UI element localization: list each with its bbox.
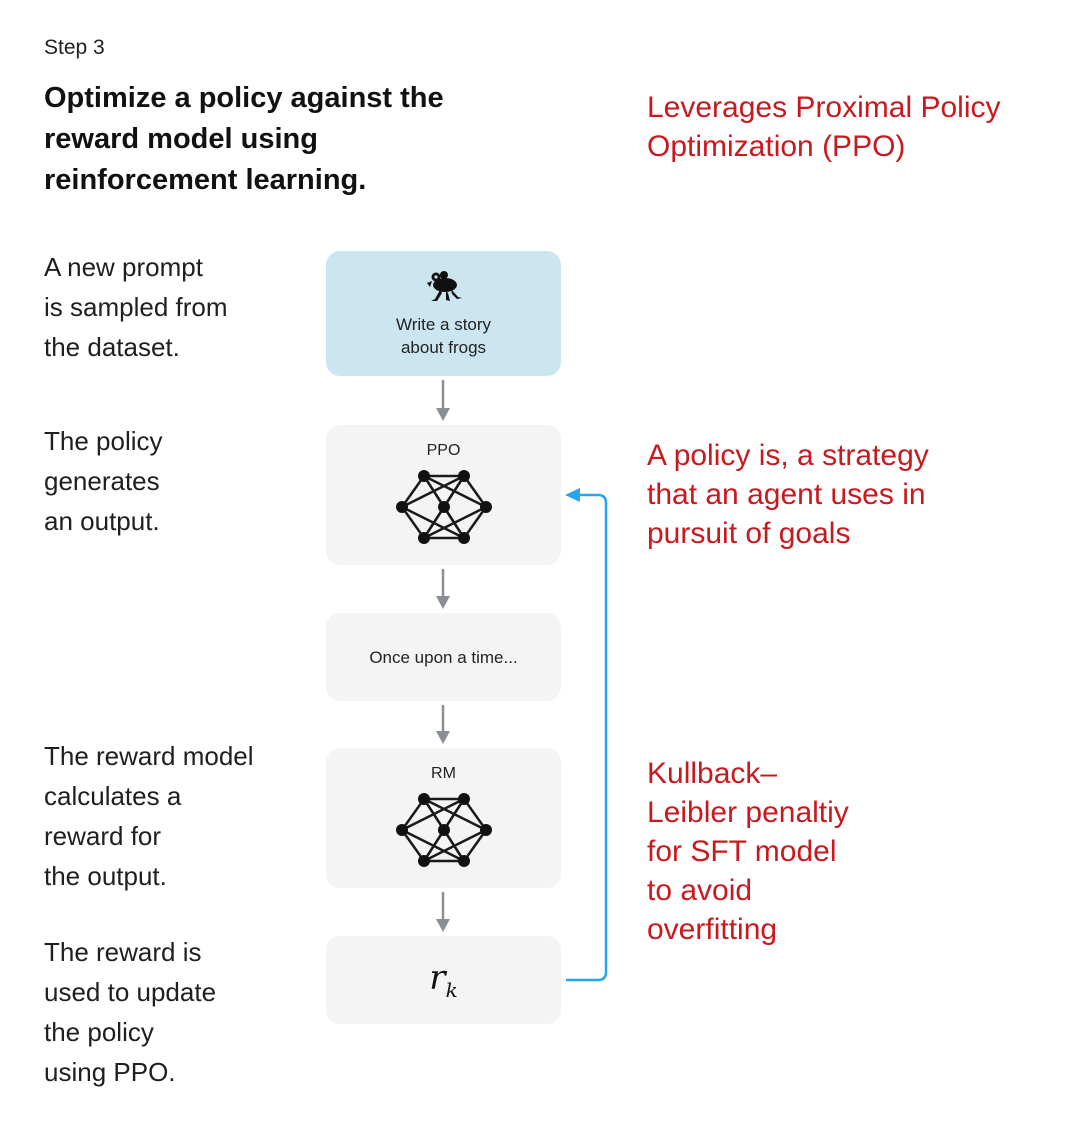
reward-box: rk [326,936,561,1024]
desc-reward-model: The reward model calculates a reward for… [44,736,254,896]
annotation-line: for SFT model [647,835,837,868]
output-text: Once upon a time... [369,647,518,667]
annotation-line: A policy is, a strategy [647,439,929,472]
annotation-ppo: Leverages Proximal Policy Optimization (… [647,88,1000,166]
frog-icon [426,270,462,301]
arrow-policy-to-output [436,569,450,609]
annotation-line: Kullback– [647,757,778,790]
desc-line: reward for [44,821,162,851]
annotation-kl-penalty: Kullback– Leibler penaltiy for SFT model… [647,754,849,949]
desc-line: A new prompt [44,252,203,282]
feedback-arrow [565,488,608,982]
desc-line: The reward is [44,937,202,967]
desc-line: the dataset. [44,332,180,362]
reward-symbol: rk [429,958,457,1002]
arrow-output-to-rm [436,705,450,744]
neural-network-icon [395,470,492,544]
output-box: Once upon a time... [326,613,561,701]
desc-line: generates [44,466,160,496]
desc-prompt: A new prompt is sampled from the dataset… [44,247,228,367]
reward-subscript: k [445,977,458,1002]
prompt-text-line: about frogs [400,337,487,357]
annotation-policy: A policy is, a strategy that an agent us… [647,436,929,553]
prompt-box: Write a story about frogs [326,251,561,376]
annotation-line: Leverages Proximal Policy [647,91,1001,124]
desc-line: The reward model [44,741,254,771]
reward-r: r [429,958,446,999]
prompt-text: Write a story about frogs [396,313,491,359]
reward-model-box: RM [326,748,561,888]
desc-line: the policy [44,1017,154,1047]
arrow-rm-to-reward [436,892,450,932]
policy-box: PPO [326,425,561,565]
desc-line: an output. [44,506,160,536]
desc-line: the output. [44,861,167,891]
rm-label: RM [431,765,456,782]
desc-line: is sampled from [44,292,228,322]
desc-line: using PPO. [44,1057,176,1087]
annotation-line: Leibler penaltiy [647,796,849,829]
arrow-prompt-to-policy [436,380,450,421]
annotation-line: that an agent uses in [647,478,926,511]
desc-policy: The policy generates an output. [44,421,163,541]
annotation-line: to avoid [647,874,753,907]
annotation-line: Optimization (PPO) [647,130,906,163]
desc-line: used to update [44,977,217,1007]
step-label: Step 3 [44,36,105,59]
step-title: Optimize a policy against the reward mod… [44,82,444,196]
annotation-line: pursuit of goals [647,517,851,550]
annotation-line: overfitting [647,913,778,946]
desc-line: calculates a [44,781,182,811]
desc-line: The policy [44,426,163,456]
neural-network-icon [395,793,492,867]
desc-update: The reward is used to update the policy … [44,932,216,1092]
policy-label: PPO [426,442,461,459]
prompt-text-line: Write a story [395,314,492,334]
